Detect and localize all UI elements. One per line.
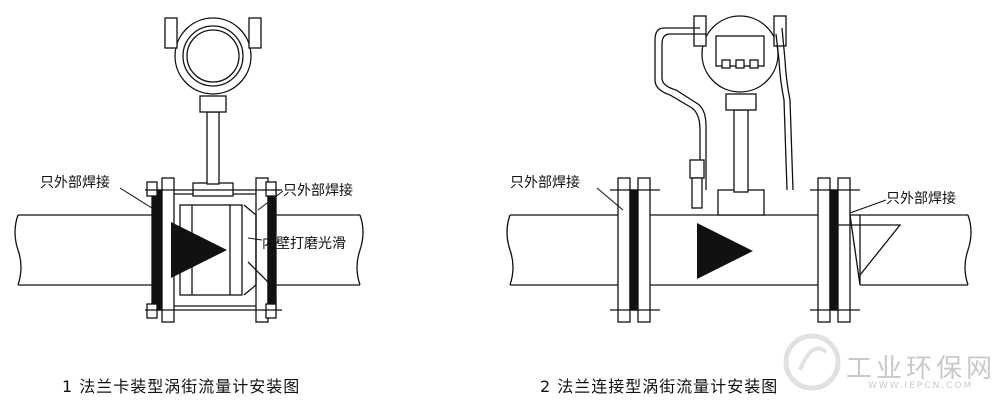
figure2-stem bbox=[725, 93, 757, 193]
figure1-left-flange bbox=[146, 177, 175, 323]
figure1-right-pipe bbox=[276, 214, 364, 286]
figure1-leader-right bbox=[257, 190, 284, 211]
figure2-label-right: 只外部焊接 bbox=[886, 191, 956, 207]
figure1-left-pipe bbox=[14, 214, 152, 286]
watermark-subtext: WWW.IEPCN.COM bbox=[868, 381, 974, 391]
figure1-transmitter-head bbox=[164, 17, 262, 95]
figure2-left-pipe bbox=[506, 214, 618, 286]
figure2-meter-body bbox=[650, 189, 818, 286]
figure1-stem bbox=[192, 95, 234, 197]
figure2-leader-left bbox=[596, 187, 624, 211]
watermark-text: 工业环保网 bbox=[846, 354, 997, 384]
figure1-wafer-drawing bbox=[14, 17, 364, 323]
figure2-left-flange bbox=[617, 177, 651, 323]
figure2-caption: 2 法兰连接型涡街流量计安装图 bbox=[540, 377, 779, 396]
figure1-label-inner: 内壁打磨光滑 bbox=[262, 236, 346, 252]
figure2-impulse-lines bbox=[654, 27, 794, 209]
figure1-leader-left bbox=[119, 187, 156, 211]
figure2-leader-right bbox=[849, 199, 887, 214]
figure2-label-left: 只外部焊接 bbox=[510, 175, 580, 191]
figure1-label-left: 只外部焊接 bbox=[40, 175, 110, 191]
figure2-transmitter-head bbox=[693, 15, 787, 93]
figure1-leader-inner bbox=[247, 237, 263, 241]
figure1-caption: 1 法兰卡装型涡街流量计安装图 bbox=[62, 377, 301, 396]
watermark-logo-icon bbox=[783, 333, 841, 391]
figure2-right-pipe bbox=[860, 214, 972, 286]
figure2-flanged-drawing bbox=[506, 15, 972, 323]
figure2-right-flange bbox=[817, 177, 902, 323]
figure1-label-right: 只外部焊接 bbox=[283, 183, 353, 199]
